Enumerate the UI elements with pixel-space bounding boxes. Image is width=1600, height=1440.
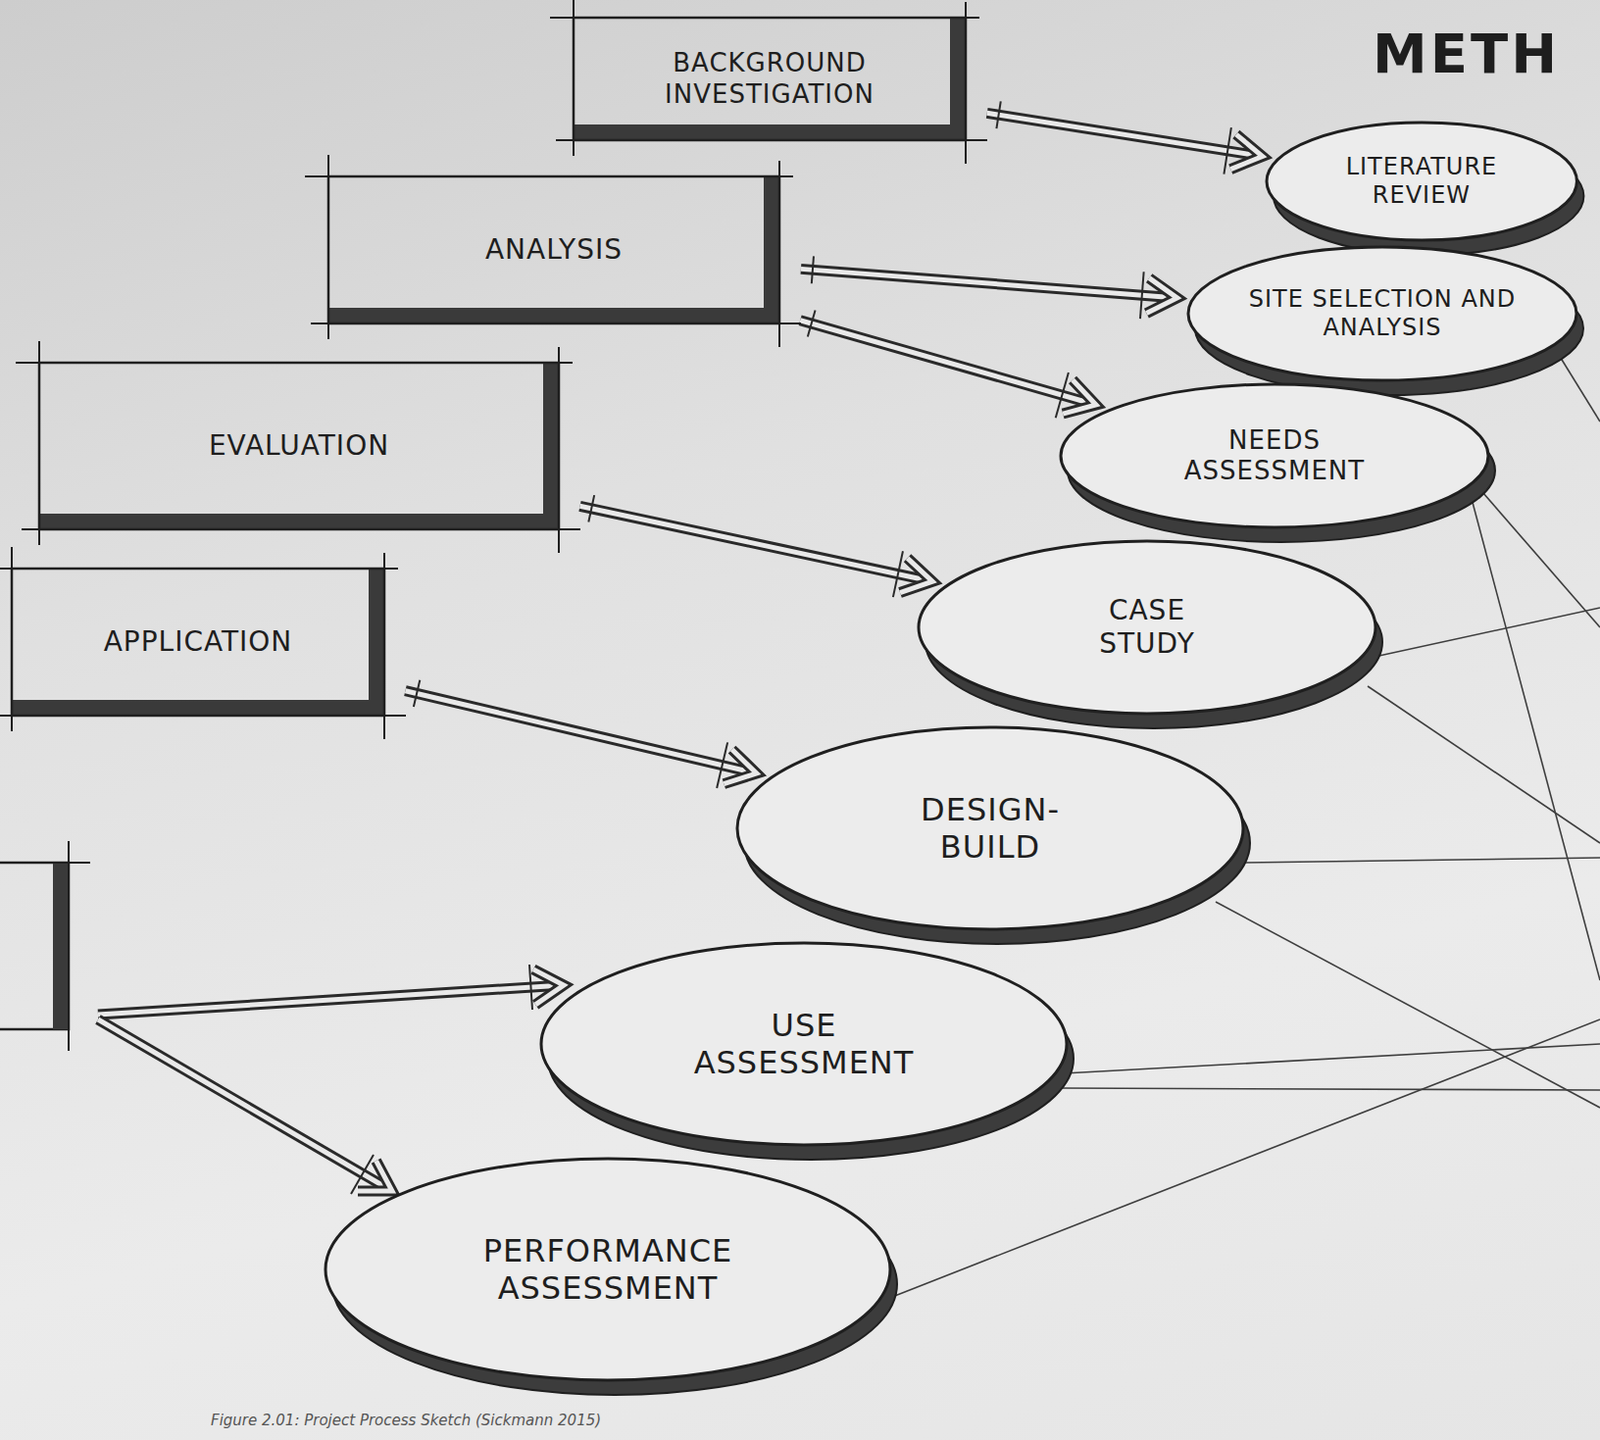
method-oval: CASE STUDY	[916, 539, 1378, 716]
node-label: LITERATURE REVIEW	[1313, 152, 1530, 210]
node-label: USE ASSESSMENT	[661, 1006, 947, 1083]
node-label: EVALUATION	[208, 429, 390, 463]
node-label: APPLICATION	[103, 625, 294, 659]
node-body: ANALYSIS	[328, 176, 780, 324]
process-arrow	[800, 255, 1178, 319]
node-body: APPLICATION	[11, 568, 385, 716]
hollow-arrow	[98, 964, 564, 1015]
partial-box	[0, 841, 91, 1051]
method-oval: LITERATURE REVIEW	[1264, 120, 1579, 243]
process-arrow	[404, 680, 756, 789]
process-arrow	[987, 100, 1263, 174]
process-box: BACKGROUND INVESTIGATION	[573, 17, 966, 141]
node-body: USE ASSESSMENT	[539, 941, 1069, 1148]
process-arrow	[800, 310, 1097, 419]
node-body: LITERATURE REVIEW	[1264, 120, 1579, 243]
process-arrow	[580, 495, 934, 598]
node-label: CASE STUDY	[1073, 594, 1221, 660]
node-label: PERFORMANCE ASSESSMENT	[450, 1232, 765, 1308]
figure-caption: Figure 2.01: Project Process Sketch (Sic…	[210, 1411, 601, 1430]
method-oval: PERFORMANCE ASSESSMENT	[323, 1156, 893, 1383]
method-oval: SITE SELECTION AND ANALYSIS	[1186, 245, 1579, 383]
node-label: ANALYSIS	[485, 233, 623, 267]
node-body: DESIGN-BUILD	[735, 725, 1246, 932]
node-label: NEEDS ASSESSMENT	[1147, 425, 1402, 487]
method-oval: DESIGN-BUILD	[735, 725, 1246, 932]
process-box: APPLICATION	[11, 568, 385, 716]
node-body: BACKGROUND INVESTIGATION	[573, 17, 966, 141]
method-oval: NEEDS ASSESSMENT	[1058, 382, 1491, 530]
process-box: ANALYSIS	[328, 176, 780, 324]
node-body: EVALUATION	[39, 362, 559, 530]
hollow-arrow	[98, 1019, 393, 1195]
node-body: CASE STUDY	[916, 539, 1378, 716]
node-label: DESIGN-BUILD	[887, 791, 1094, 867]
process-box: EVALUATION	[39, 362, 559, 530]
node-label: BACKGROUND INVESTIGATION	[612, 48, 927, 109]
page-heading: METH	[1372, 21, 1560, 86]
node-label: SITE SELECTION AND ANALYSIS	[1240, 285, 1525, 343]
node-body: SITE SELECTION AND ANALYSIS	[1186, 245, 1579, 383]
method-oval: USE ASSESSMENT	[539, 941, 1069, 1148]
node-body: NEEDS ASSESSMENT	[1058, 382, 1491, 530]
node-body: PERFORMANCE ASSESSMENT	[323, 1156, 893, 1383]
